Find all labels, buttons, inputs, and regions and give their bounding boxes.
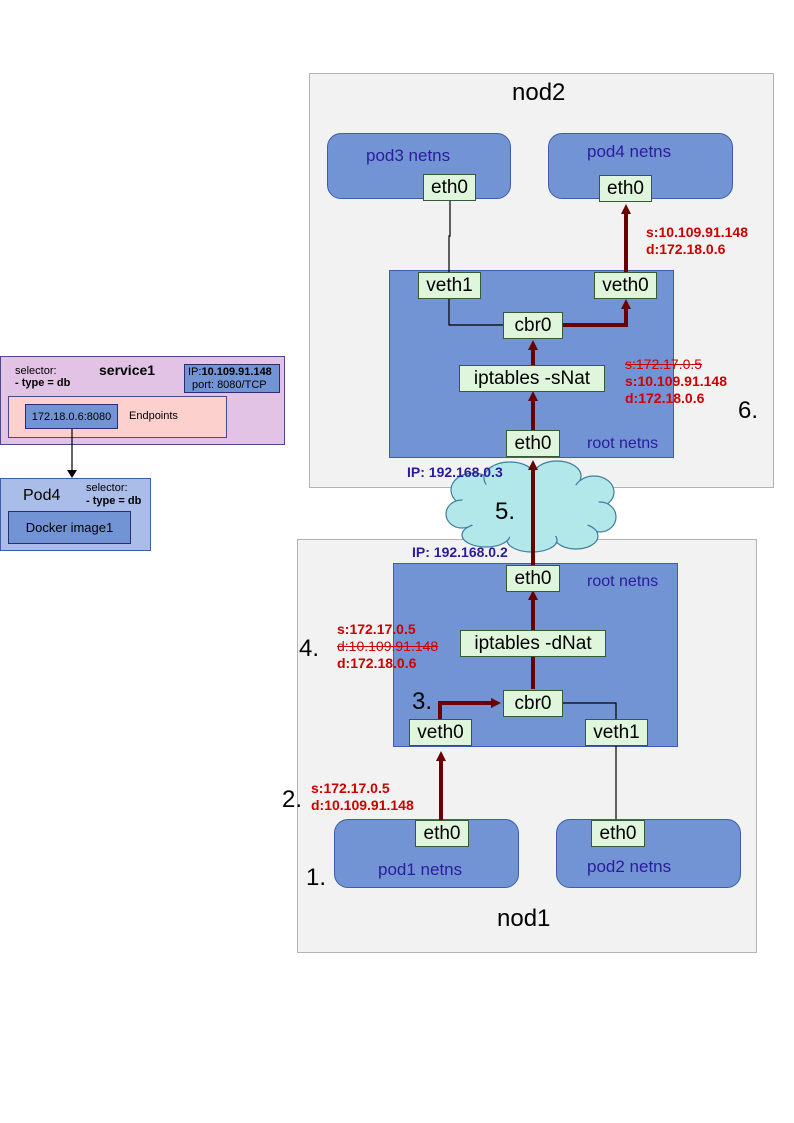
pod3-label: pod3 netns <box>366 146 451 165</box>
pod2-netns <box>556 819 741 888</box>
service-ip-prefix: IP: <box>188 366 202 378</box>
nod2-packet-snat-src-old: s:172.17.0.5 <box>625 356 703 372</box>
nod2-eth0: eth0 <box>506 430 560 457</box>
nod1-veth1: veth1 <box>585 719 648 746</box>
nod2-packet-snat: s:172.17.0.5 s:10.109.91.148 d:172.18.0.… <box>625 356 727 407</box>
service-port: port: 8080/TCP <box>192 379 267 391</box>
network-cloud <box>445 460 617 553</box>
nod1-packet-src-dst: d:10.109.91.148 <box>311 797 414 813</box>
pod4-card-title: Pod4 <box>23 487 61 504</box>
service-selector-value: - type = db <box>15 377 71 389</box>
nod2-packet-top-src: s:10.109.91.148 <box>646 224 748 240</box>
step-5: 5. <box>495 498 516 525</box>
nod1-packet-dnat-dst-new: d:172.18.0.6 <box>337 655 417 671</box>
step-4: 4. <box>299 635 320 662</box>
pod3-eth0: eth0 <box>423 174 476 201</box>
pod4-selector-label: selector: <box>86 482 128 494</box>
docker-image-label: Docker image1 <box>25 520 114 535</box>
nod2-packet-top-dst: d:172.18.0.6 <box>646 241 726 257</box>
nod1-iptables-dnat: iptables -dNat <box>460 630 606 657</box>
nod2-title: nod2 <box>512 79 566 106</box>
nod1-veth0: veth0 <box>409 719 472 746</box>
nod1-packet-src: s:172.17.0.5 d:10.109.91.148 <box>311 780 414 814</box>
step-3: 3. <box>412 688 433 715</box>
step-6: 6. <box>738 397 759 424</box>
traffic-arrows <box>436 204 631 820</box>
service-name: service1 <box>99 362 156 378</box>
pod4-label: pod4 netns <box>587 142 672 161</box>
nod2-veth0: veth0 <box>594 272 657 299</box>
nod1-packet-dnat-src: s:172.17.0.5 <box>337 621 416 637</box>
pod4-eth0: eth0 <box>599 175 652 202</box>
pod4-selector-value: - type = db <box>86 495 142 507</box>
step-2: 2. <box>282 786 303 813</box>
nod2-iptables-snat: iptables -sNat <box>459 365 605 392</box>
pod2-label: pod2 netns <box>587 857 672 876</box>
nod1-root-label: root netns <box>587 573 659 590</box>
nod2-cbr0: cbr0 <box>503 312 563 339</box>
nod1-eth0: eth0 <box>506 565 560 592</box>
endpoint-ip-box: 172.18.0.6:8080 <box>25 404 118 429</box>
black-links <box>67 201 617 819</box>
nod1-title: nod1 <box>497 905 551 932</box>
pod1-eth0: eth0 <box>415 820 469 847</box>
step-1: 1. <box>306 864 327 891</box>
nod2-root-label: root netns <box>587 435 659 452</box>
nod2-packet-snat-dst: d:172.18.0.6 <box>625 390 705 406</box>
nod2-ip: IP: 192.168.0.3 <box>407 464 503 480</box>
nod1-cbr0: cbr0 <box>503 690 563 717</box>
nod1-packet-dnat-dst-old: d:10.109.91.148 <box>337 638 439 654</box>
service-selector-label: selector: <box>15 365 57 377</box>
nod2-veth1: veth1 <box>418 272 481 299</box>
pod2-eth0: eth0 <box>591 820 645 847</box>
pod3-netns <box>327 133 511 199</box>
docker-image-box: Docker image1 <box>8 511 131 544</box>
nod1-packet-dnat: s:172.17.0.5 d:10.109.91.148 d:172.18.0.… <box>337 621 438 672</box>
service-ip-box: IP:10.109.91.148 port: 8080/TCP <box>184 364 280 393</box>
endpoints-label: Endpoints <box>129 410 178 422</box>
nod2-packet-top: s:10.109.91.148 d:172.18.0.6 <box>646 224 748 258</box>
endpoint-ip: 172.18.0.6:8080 <box>31 410 112 423</box>
service-ip-value: 10.109.91.148 <box>201 366 272 378</box>
nod1-ip: IP: 192.168.0.2 <box>412 544 508 560</box>
pod1-label: pod1 netns <box>378 860 463 879</box>
nod2-packet-snat-src-new: s:10.109.91.148 <box>625 373 727 389</box>
nod1-packet-src-src: s:172.17.0.5 <box>311 780 390 796</box>
